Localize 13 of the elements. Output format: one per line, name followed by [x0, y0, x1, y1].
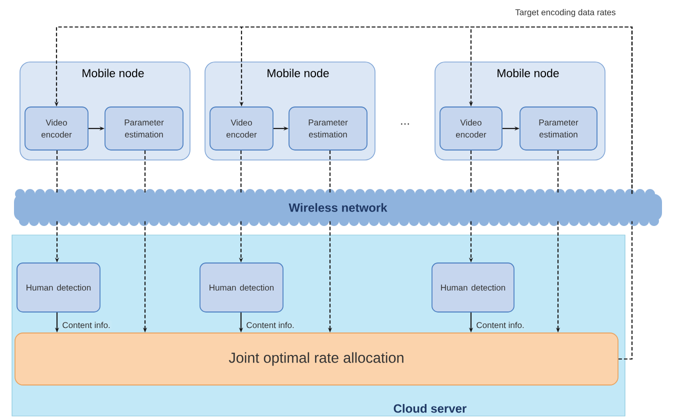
process-box: Video encoder: [24, 106, 88, 150]
network-cloud: Wireless network: [14, 189, 662, 226]
process-box: Video encoder: [440, 106, 502, 150]
process-box: Human detection: [16, 262, 100, 312]
process-box: Parameter estimation: [288, 106, 368, 150]
ellipsis: ...: [401, 123, 409, 125]
process-box: Human detection: [432, 262, 514, 312]
process-box: Parameter estimation: [104, 106, 184, 150]
process-box: Video encoder: [210, 106, 274, 150]
process-box: Parameter estimation: [520, 106, 598, 150]
process-box: Human detection: [200, 262, 284, 312]
allocation-box: Joint optimal rate allocation: [14, 332, 618, 386]
edge-label: Target encoding data rates: [514, 8, 617, 18]
